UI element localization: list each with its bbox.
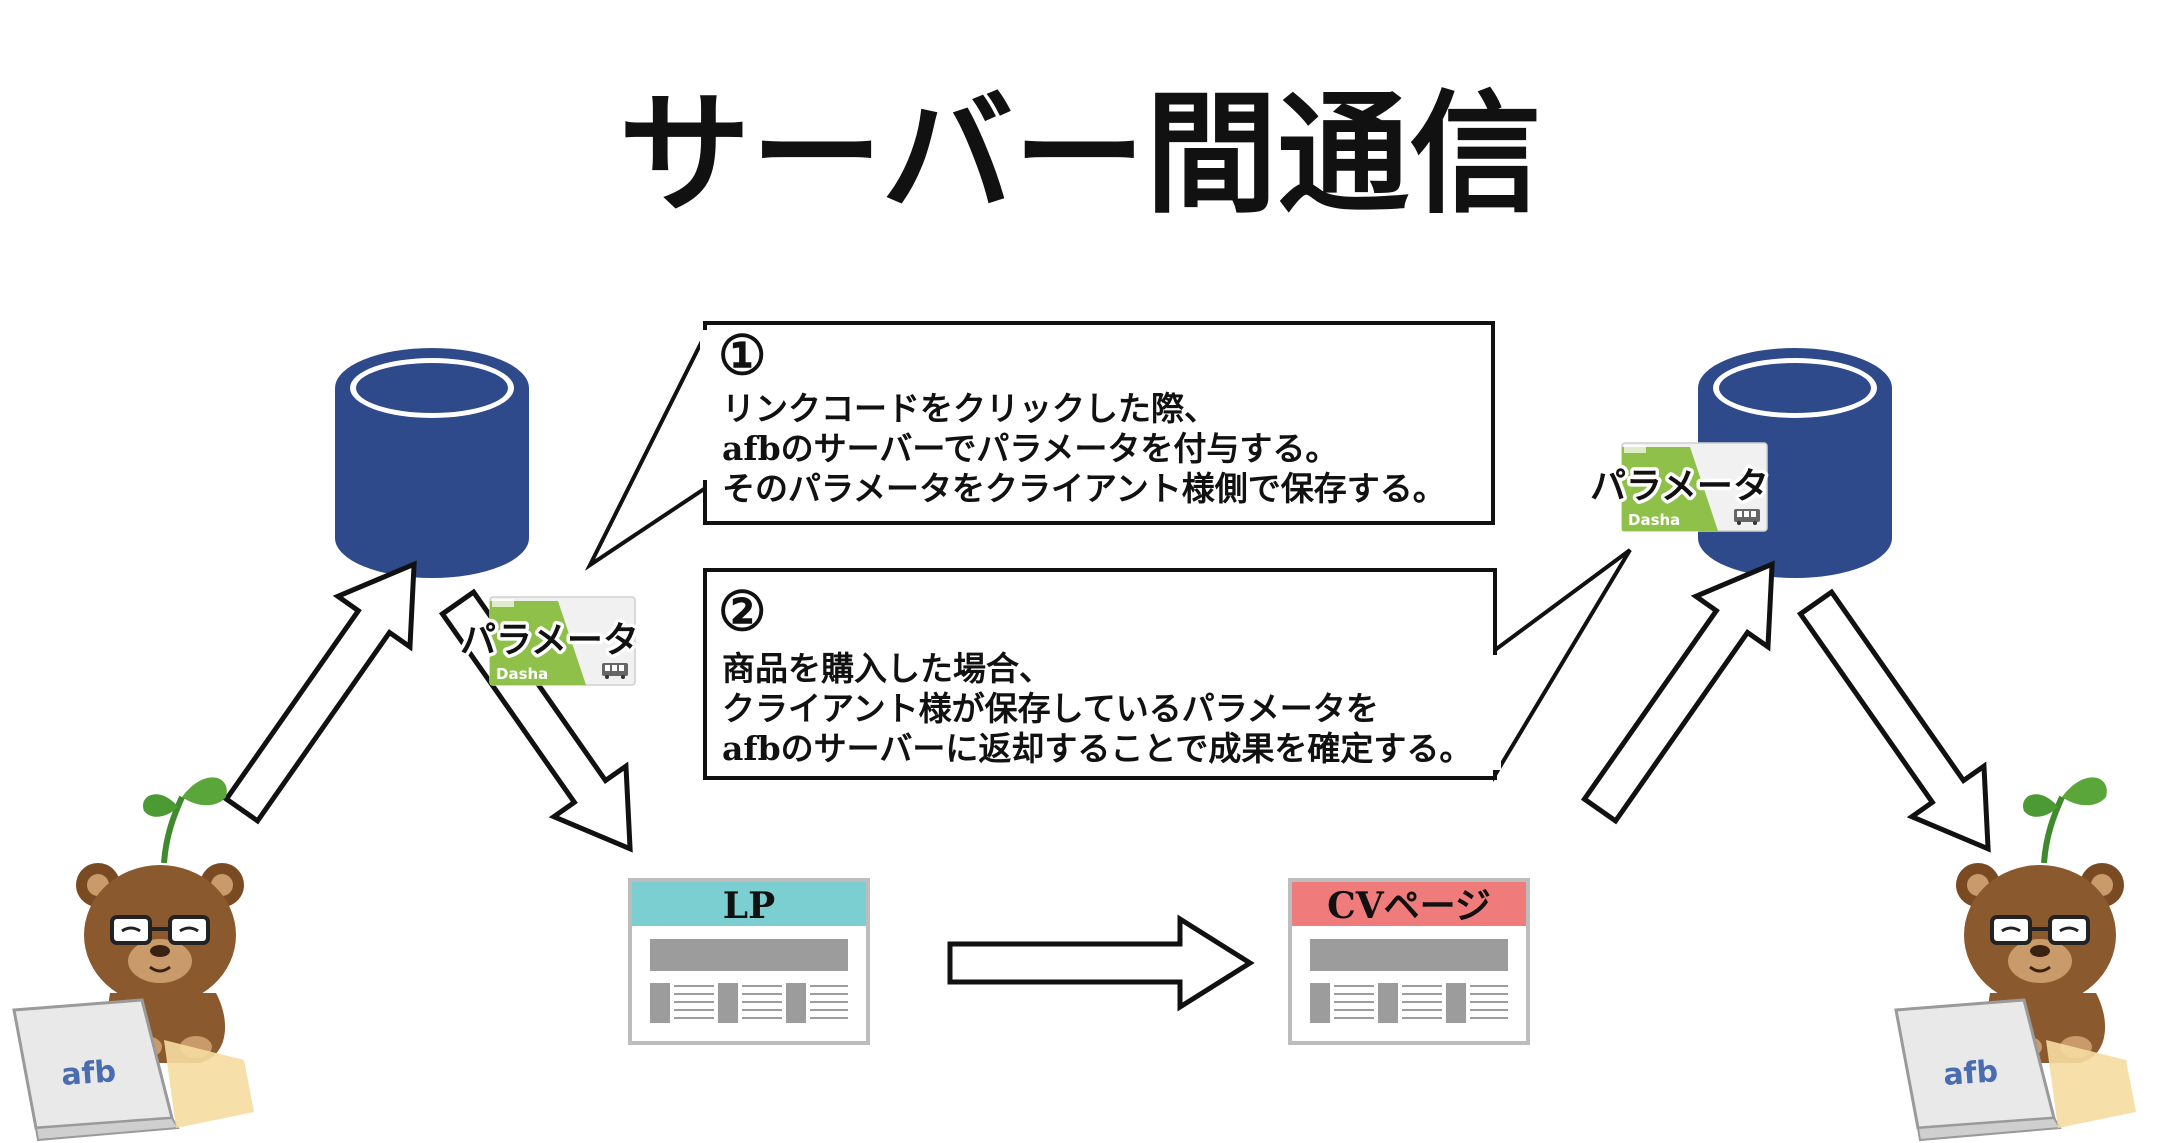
callout-1-line-1: リンクコードをクリックした際、 bbox=[722, 389, 1217, 428]
callout-2-line-2: クライアント様が保存しているパラメータを bbox=[722, 689, 1379, 728]
parameter-label-right: パラメータ bbox=[1590, 465, 1769, 507]
cv-page: CVページ bbox=[1288, 878, 1530, 1045]
laptop-icon-left: afb bbox=[12, 998, 256, 1142]
laptop-icon-right: afb bbox=[1894, 998, 2138, 1142]
arrow-icon-user-to-server bbox=[206, 539, 450, 835]
lp-page-label: LP bbox=[723, 885, 775, 927]
callout-1: ① リンクコードをクリックした際、 afbのサーバーでパラメータを付与する。 そ… bbox=[584, 321, 1495, 571]
callout-1-line-2: afbのサーバーでパラメータを付与する。 bbox=[722, 429, 1338, 468]
page-title: サーバー間通信 bbox=[619, 77, 1542, 232]
callout-1-number: ① bbox=[718, 323, 766, 387]
laptop-brand-left: afb bbox=[60, 1054, 117, 1093]
callout-2: ② 商品を購入した場合、 クライアント様が保存しているパラメータを afbのサー… bbox=[703, 548, 1632, 783]
laptop-brand-right: afb bbox=[1942, 1054, 1999, 1093]
parameter-label-left: パラメータ bbox=[460, 619, 639, 661]
parameter-card-icon-left: Dasha bbox=[489, 596, 636, 686]
cv-page-label: CVページ bbox=[1327, 885, 1491, 927]
arrow-icon-server-to-user bbox=[1780, 578, 2024, 874]
callout-2-number: ② bbox=[718, 579, 766, 643]
callout-1-line-3: そのパラメータをクライアント様側で保存する。 bbox=[722, 469, 1446, 508]
lp-page: LP bbox=[628, 878, 870, 1045]
callout-2-line-3: afbのサーバーに返却することで成果を確定する。 bbox=[722, 729, 1472, 768]
arrow-icon-lp-to-cv bbox=[950, 919, 1250, 1007]
callout-2-line-1: 商品を購入した場合、 bbox=[722, 649, 1052, 688]
database-icon-left bbox=[335, 348, 529, 578]
parameter-card-icon-right: Dasha bbox=[1621, 442, 1768, 532]
parameter-card-text: Dasha bbox=[1628, 511, 1680, 529]
parameter-card-text: Dasha bbox=[496, 665, 548, 683]
